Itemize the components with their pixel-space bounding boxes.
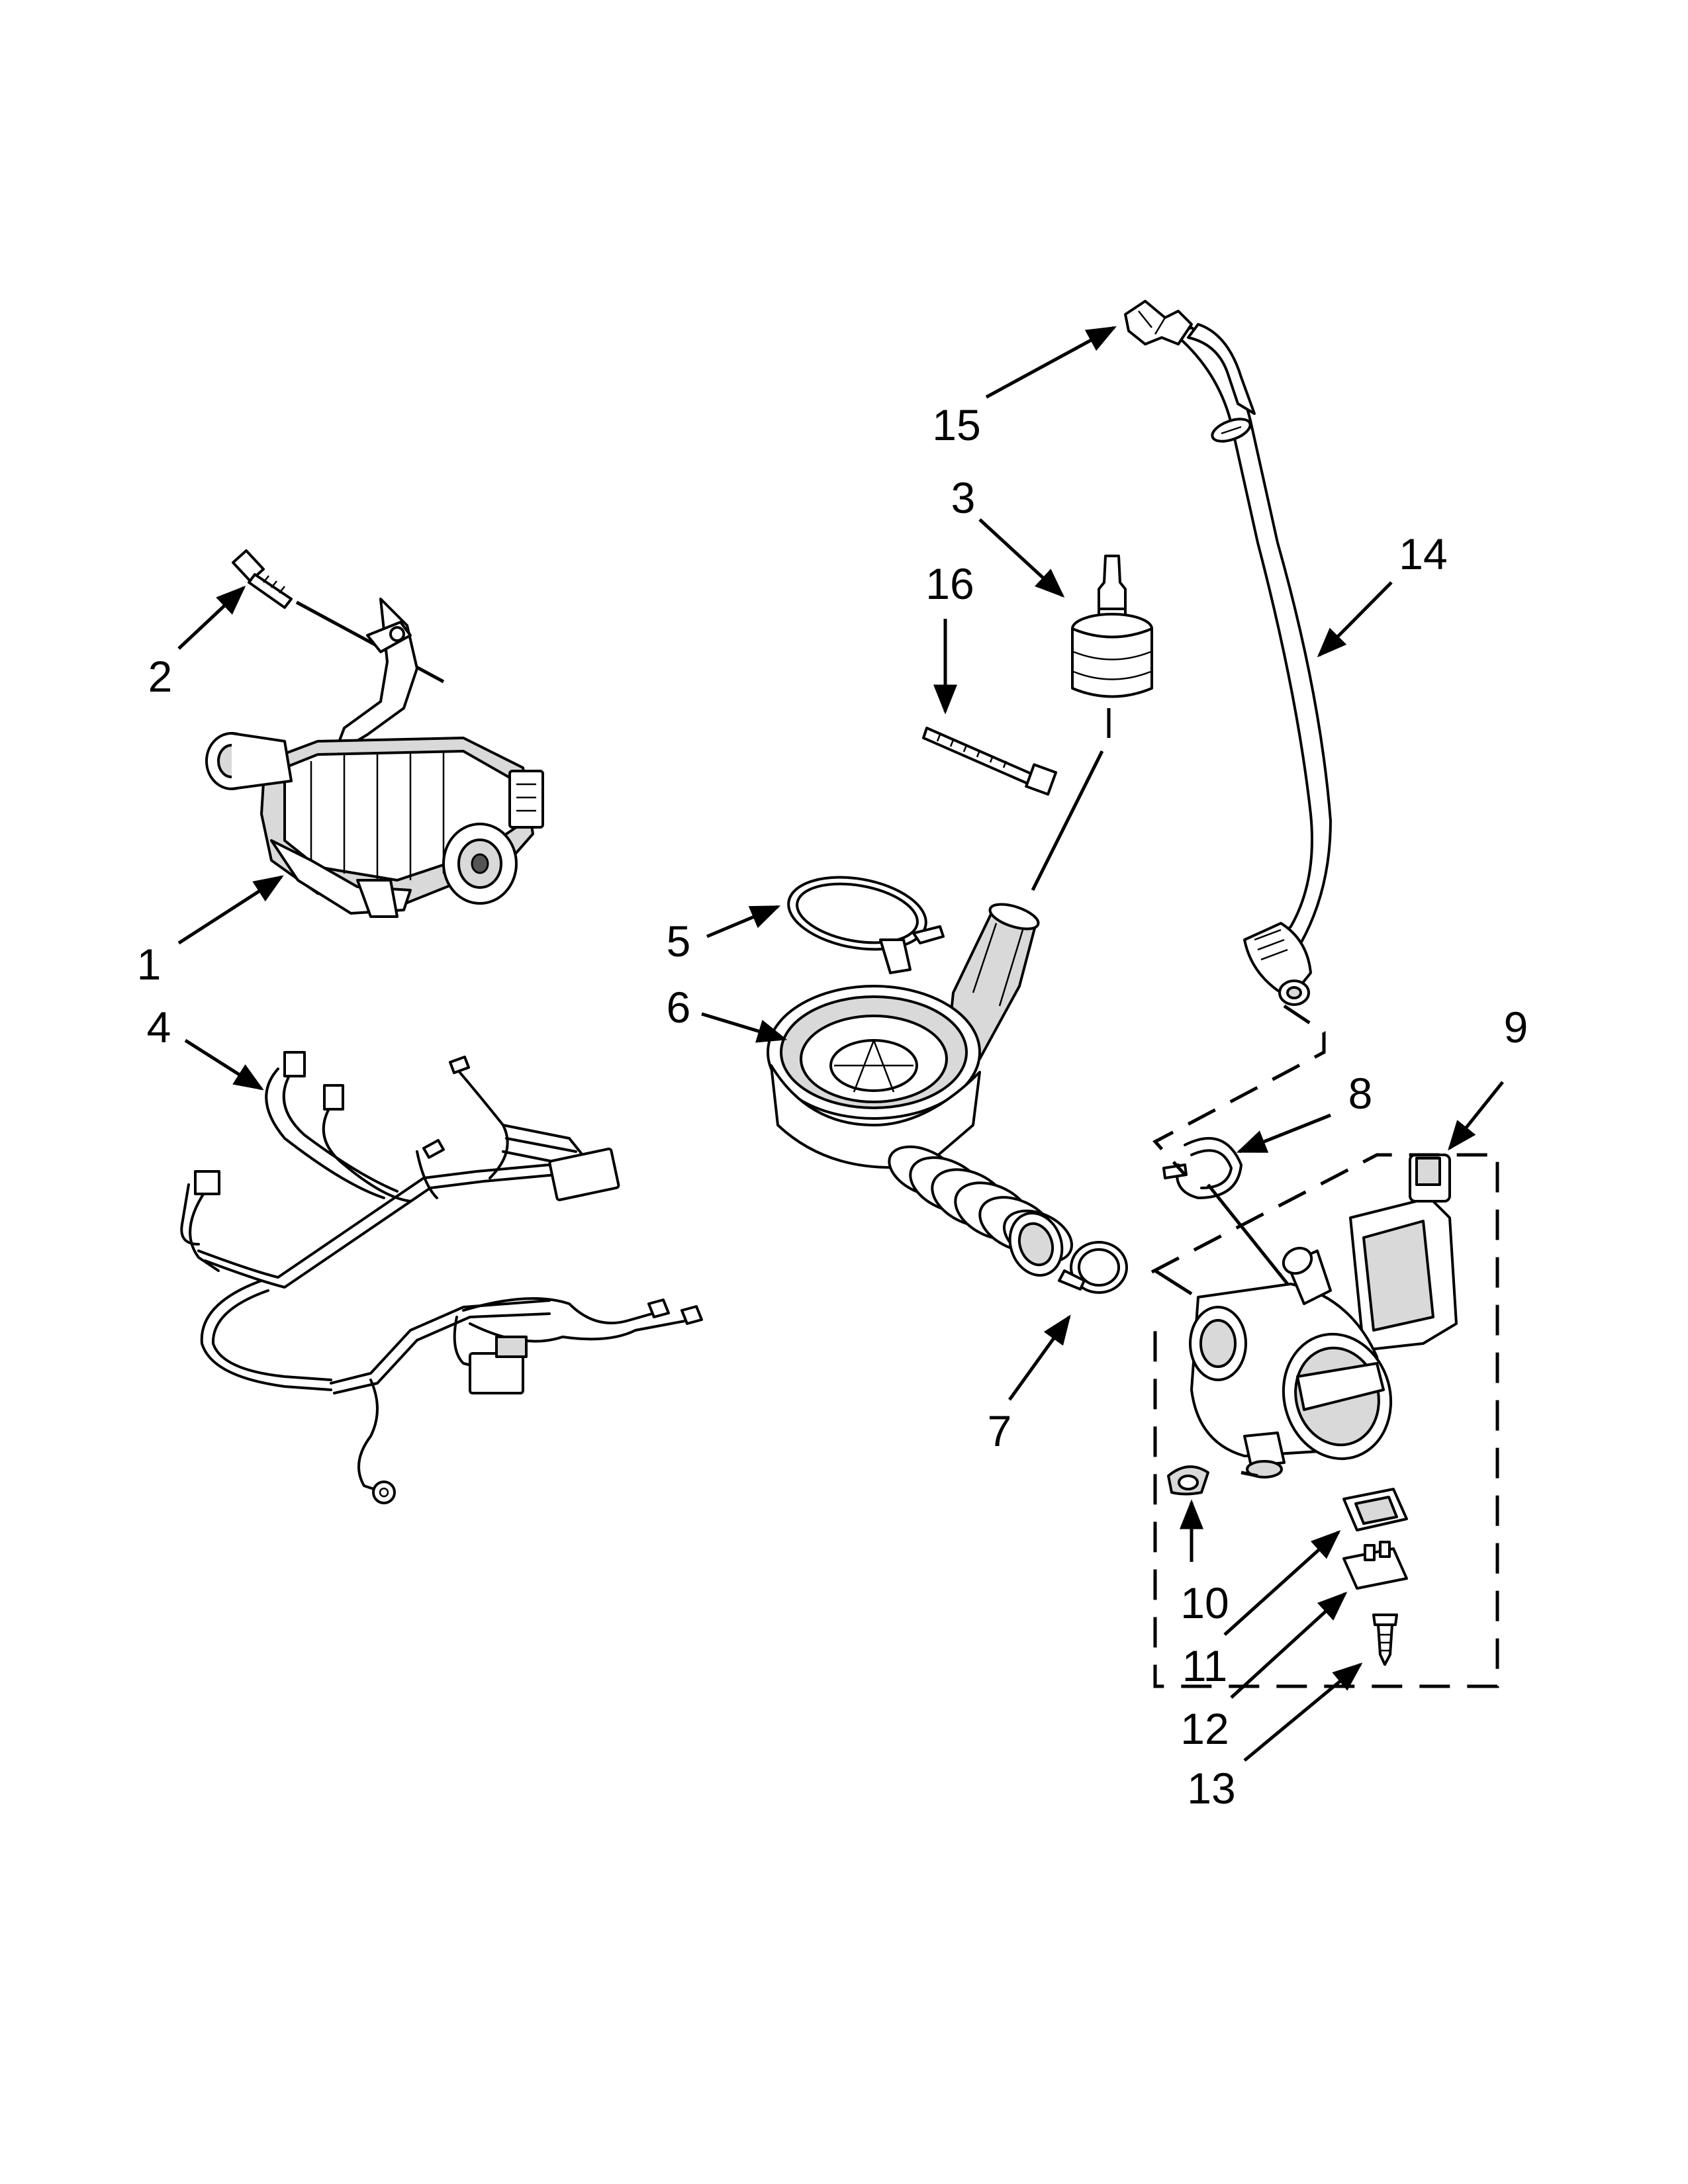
- drain-hose-part-14: [1174, 323, 1332, 1006]
- motor-part-1: [205, 598, 544, 918]
- callout-7: 7: [988, 1406, 1012, 1455]
- clamp-part-5: [787, 876, 945, 974]
- callout-2: 2: [148, 652, 173, 701]
- callout-6: 6: [667, 983, 691, 1032]
- callout-3: 3: [951, 473, 976, 522]
- leader-arrows: [177, 326, 1504, 1762]
- sump-hose-part-6: [767, 903, 1074, 1277]
- air-dome-part-3: [1071, 555, 1153, 698]
- wire-harness-part-4: [180, 1051, 703, 1504]
- callout-10: 10: [1180, 1578, 1229, 1627]
- callout-4: 4: [147, 1003, 171, 1052]
- callout-5: 5: [667, 917, 691, 966]
- callout-8: 8: [1348, 1069, 1373, 1118]
- callout-labels: 1 2 3 4 5 6 7 8 9 10 11 12 13 14 15 16: [137, 400, 1528, 1813]
- grommet-part-10: [1167, 1465, 1209, 1496]
- callout-11: 11: [1182, 1641, 1228, 1690]
- callout-14: 14: [1399, 529, 1447, 578]
- callout-12: 12: [1180, 1704, 1229, 1753]
- callout-13: 13: [1187, 1764, 1235, 1813]
- callout-16: 16: [925, 559, 974, 608]
- screw-part-2: [232, 549, 445, 684]
- cable-tie-part-16: [922, 727, 1058, 796]
- bracket-part-12: [1342, 1541, 1408, 1590]
- drain-pump-part-9: [1189, 1154, 1458, 1479]
- callout-9: 9: [1504, 1003, 1528, 1052]
- clip-part-15: [1124, 300, 1193, 345]
- clamp-part-8: [1162, 1137, 1243, 1199]
- connection-lines: [1031, 708, 1499, 1688]
- callout-1: 1: [137, 940, 162, 989]
- screw-part-13: [1372, 1614, 1398, 1666]
- clamp-part-7: [1058, 1241, 1128, 1294]
- gasket-part-11: [1342, 1488, 1408, 1531]
- callout-15: 15: [932, 400, 980, 449]
